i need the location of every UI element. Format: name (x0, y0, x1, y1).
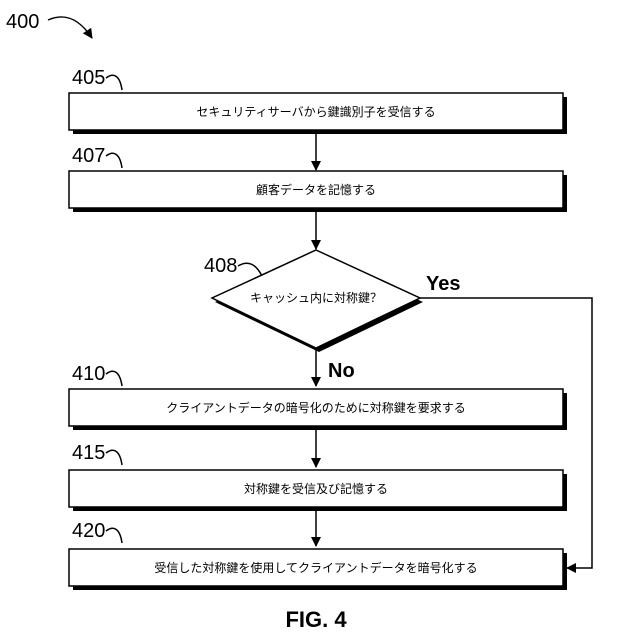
step-415-leader (106, 450, 122, 465)
decision-408-text: キャッシュ内に対称鍵？ (250, 290, 382, 305)
step-420-text: 受信した対称鍵を使用してクライアントデータを暗号化する (154, 560, 477, 575)
decision-no-label: No (328, 360, 355, 382)
step-415-ref: 415 (72, 442, 105, 464)
step-407-ref: 407 (72, 145, 105, 167)
step-407-leader (106, 153, 122, 168)
step-405-text: セキュリティサーバから鍵識別子を受信する (196, 104, 435, 119)
step-420-leader (106, 528, 122, 543)
step-420-ref: 420 (72, 520, 105, 542)
decision-yes-label: Yes (426, 273, 460, 295)
figure-caption: FIG. 4 (285, 607, 347, 632)
yes-branch-arrow (420, 298, 592, 568)
step-410-ref: 410 (72, 363, 105, 385)
step-415-text: 対称鍵を受信及び記憶する (244, 481, 388, 496)
step-410-text: クライアントデータの暗号化のために対称鍵を要求する (166, 400, 466, 415)
step-407-text: 顧客データを記憶する (256, 182, 376, 197)
decision-408-leader (238, 263, 262, 276)
decision-408-ref: 408 (204, 255, 237, 277)
step-405-ref: 405 (72, 67, 105, 89)
figure-ref-number: 400 (6, 11, 39, 33)
figure-ref-arrow (48, 17, 92, 38)
step-405-leader (106, 75, 122, 90)
step-410-leader (106, 371, 122, 386)
